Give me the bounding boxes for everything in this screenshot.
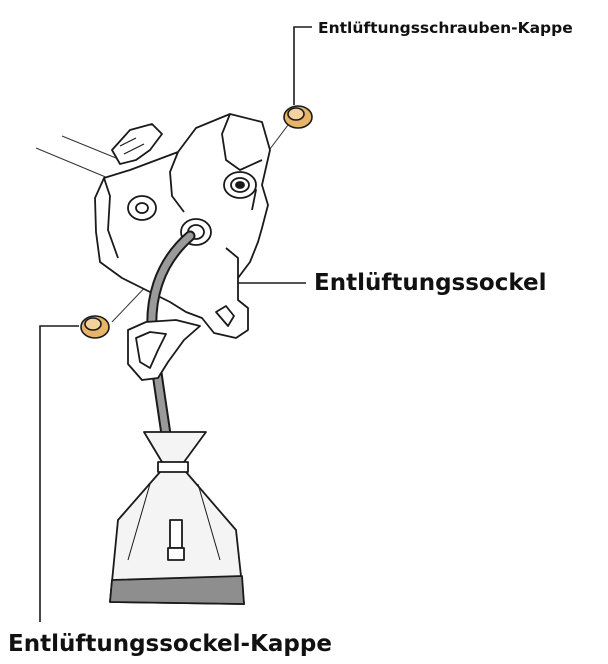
bleed-screw-cap <box>284 106 312 128</box>
label-bleed-socket-cap: Entlüftungssockel-Kappe <box>8 631 332 657</box>
leader-socket-cap <box>40 326 79 622</box>
label-bleed-screw-cap: Entlüftungsschrauben-Kappe <box>318 19 573 37</box>
brake-caliper <box>95 114 270 338</box>
hose-clip <box>128 320 200 380</box>
leader-screw-cap <box>294 27 312 105</box>
bleed-socket-cap <box>81 316 109 338</box>
label-bleed-socket: Entlüftungssockel <box>314 270 547 296</box>
bleed-bag <box>110 432 244 604</box>
